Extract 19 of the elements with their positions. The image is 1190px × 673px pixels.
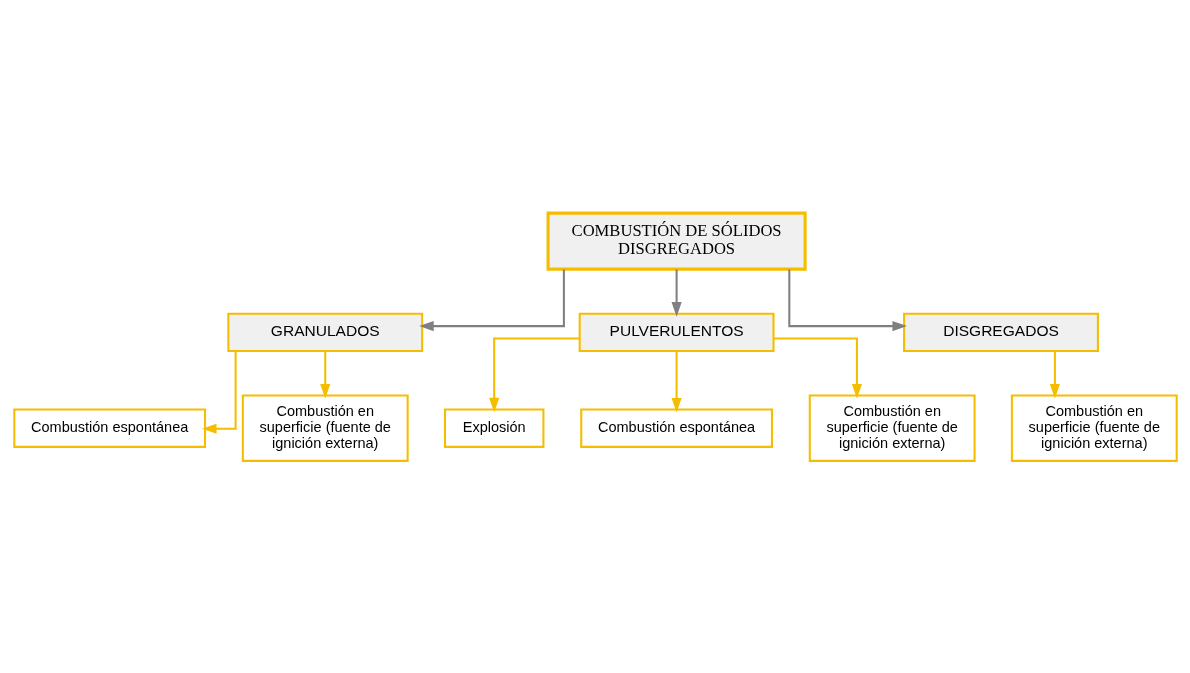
node-box: Combustión espontánea (12, 408, 206, 448)
arrow (201, 350, 237, 434)
arrow (671, 269, 682, 317)
node-box: Combustión en superficie (fuente de ignición externa) (808, 394, 976, 462)
node-box: PULVERULENTOS (578, 312, 775, 352)
arrow (671, 350, 682, 412)
node-box: DISGREGADOS (902, 312, 1099, 352)
arrow (319, 350, 330, 398)
arrow (1049, 350, 1060, 398)
node-box: Combustión en superficie (fuente de ignición externa) (241, 394, 409, 462)
node-box: Combustión espontánea (579, 408, 773, 448)
arrow (488, 337, 579, 412)
node-box: Explosión (443, 408, 544, 448)
arrow (418, 268, 565, 331)
node-box: Combustión en superficie (fuente de ignición externa) (1010, 394, 1178, 462)
node-box: COMBUSTIÓN DE SÓLIDOS DISGREGADOS (546, 211, 807, 271)
arrow (773, 337, 862, 398)
node-box: GRANULADOS (226, 312, 423, 352)
arrow (787, 268, 907, 331)
